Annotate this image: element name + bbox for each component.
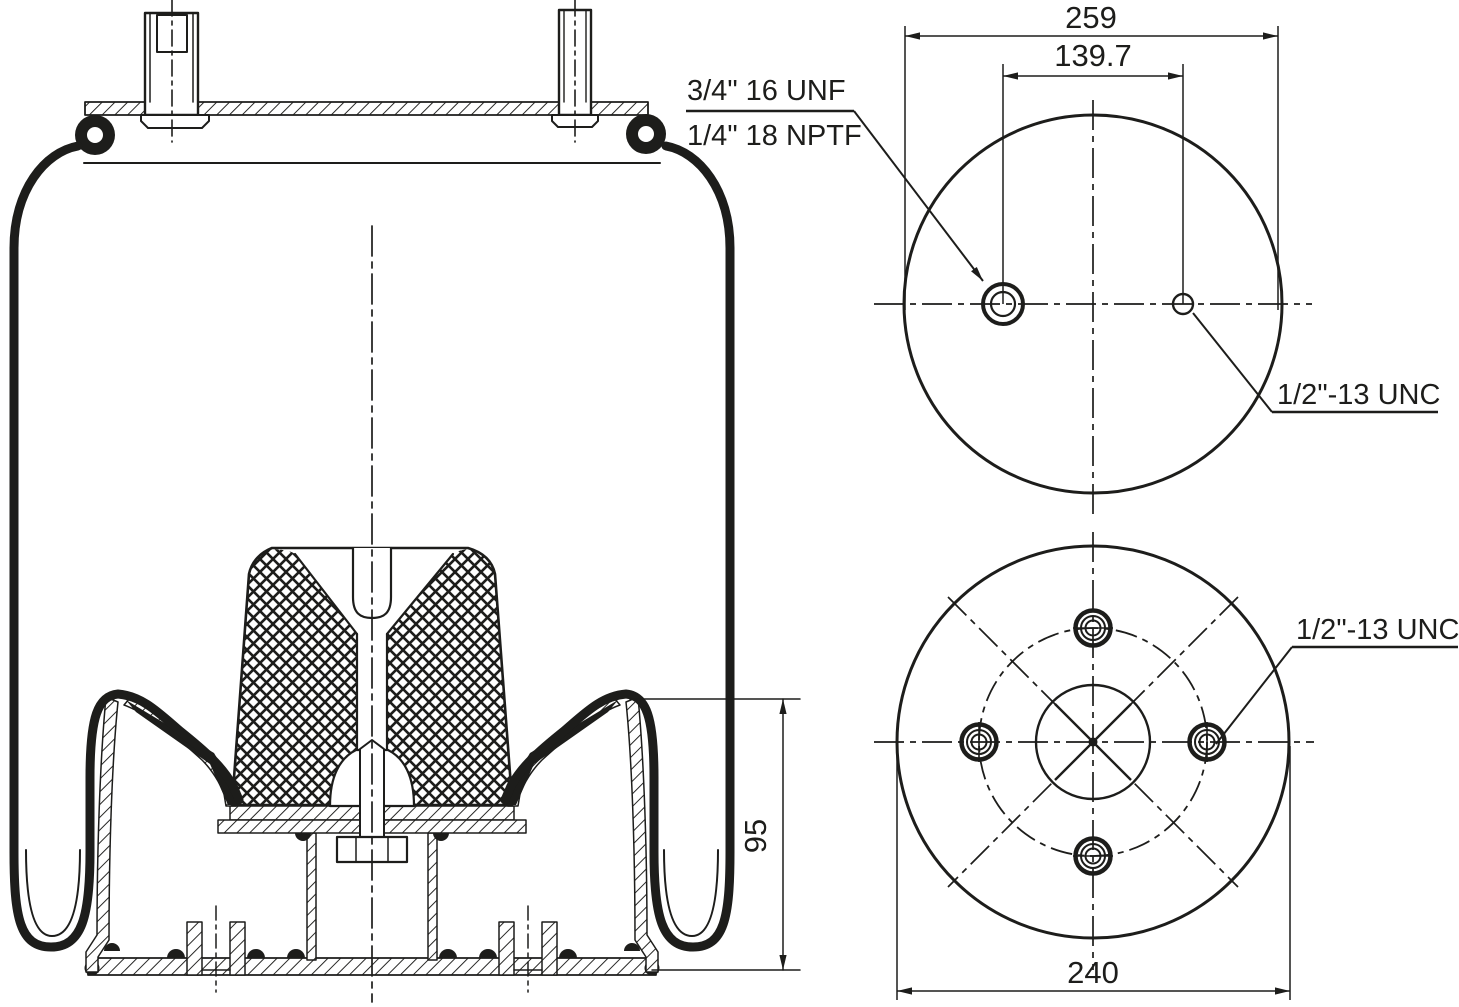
mounting-hole-top <box>1073 608 1113 648</box>
mounting-hole-bottom <box>1073 836 1113 876</box>
label-unc-top: 1/2"-13 UNC <box>1192 312 1440 414</box>
pedestal-wall-left <box>306 832 317 961</box>
dimension-95: 95 <box>629 698 801 971</box>
bottom-end-view: 240 1/2"-13 UNC <box>874 532 1459 1000</box>
label-hole-thread: 1/2"-13 UNC <box>1296 614 1459 646</box>
combo-stud-left <box>140 0 210 143</box>
dimension-259: 259 <box>904 0 1279 310</box>
bellows-rubber <box>9 141 735 952</box>
bump-stop-notch <box>272 549 468 758</box>
dim-port-spacing: 139.7 <box>1054 38 1132 73</box>
mounting-stud-right <box>551 0 599 143</box>
rubber-wedge-left <box>126 700 241 805</box>
pedestal-wall-right <box>427 832 438 961</box>
piston-skirt-left <box>85 696 119 973</box>
mounting-holes <box>959 608 1227 876</box>
bead-ring-left-core <box>85 125 105 145</box>
diagonal-centerline-1 <box>947 596 1239 888</box>
center-bolt <box>359 739 385 838</box>
mounting-hole-left <box>959 722 999 762</box>
blind-nut-boss-left <box>186 905 246 993</box>
weld-fillets <box>104 833 640 958</box>
stud-hole <box>1171 292 1195 316</box>
top-end-view: 259 139.7 3/4" 16 UNF 1/4" 18 NPTF 1/2"-… <box>686 0 1440 518</box>
dim-lobe-height: 95 <box>738 819 773 853</box>
inner-spoke-2 <box>1054 703 1132 781</box>
blind-nut-boss-right <box>498 905 558 993</box>
rubber-wedge-right <box>503 700 618 805</box>
lobe-inner-line-left <box>25 849 81 937</box>
dim-top-overall: 259 <box>1065 0 1117 35</box>
piston-skirt-right <box>625 696 659 973</box>
label-stud-air-port: 3/4" 16 UNF 1/4" 18 NPTF <box>686 75 984 282</box>
dimension-139-7: 139.7 <box>1002 38 1184 304</box>
label-hole-thread: 1/2"-13 UNC <box>1277 379 1440 411</box>
side-section-view: 95 <box>9 0 801 1003</box>
dim-bottom-overall: 240 <box>1067 955 1119 990</box>
mounting-hole-right <box>1187 722 1227 762</box>
label-air-port: 1/4" 18 NPTF <box>687 120 862 152</box>
label-unc-bottom: 1/2"-13 UNC <box>1215 614 1459 745</box>
bellows-outline-left <box>9 141 244 952</box>
dimension-240: 240 <box>896 746 1291 1000</box>
air-fitting-hole <box>981 282 1025 326</box>
bellows-outline-right <box>500 141 735 952</box>
bead-ring-right-core <box>636 124 656 144</box>
label-stud-thread: 3/4" 16 UNF <box>687 75 846 107</box>
lobe-inner-line-right <box>663 849 719 937</box>
diagonal-centerline-2 <box>947 596 1239 888</box>
